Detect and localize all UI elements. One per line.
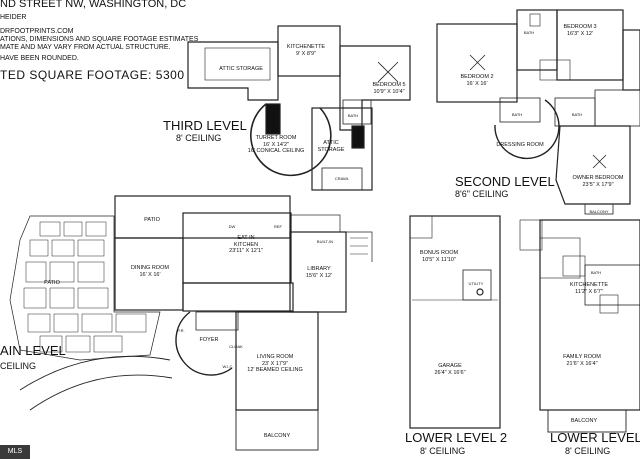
label-bath-second-3: BATH — [571, 112, 583, 117]
label-crawl: CRAWL — [334, 176, 350, 181]
label-dw: DW — [228, 224, 236, 229]
main-level-title: AIN LEVEL — [0, 343, 66, 358]
website: DRFOOTPRINTS.COM — [0, 28, 74, 35]
room-balcony-lower-1: BALCONY — [570, 418, 598, 424]
lower-level-1-plan — [519, 219, 640, 433]
disclaimer-line-2: MATE AND MAY VARY FROM ACTUAL STRUCTURE. — [0, 44, 171, 51]
label-bath-second-1: BATH — [523, 30, 535, 35]
label-cloak: CLOAK — [229, 344, 243, 349]
mls-badge: MLS — [0, 445, 30, 459]
lower-level-2-plan — [409, 215, 501, 429]
label-built-in: BUILT-IN — [316, 239, 334, 244]
label-bath-second-2: BATH — [511, 112, 523, 117]
room-balcony-main: BALCONY — [263, 433, 291, 439]
disclaimer-line-1: ATIONS, DIMENSIONS AND SQUARE FOOTAGE ES… — [0, 36, 199, 43]
third-level-plan — [187, 25, 411, 191]
room-attic-storage: ATTIC STORAGE — [219, 66, 263, 72]
room-foyer: FOYER — [199, 337, 219, 343]
lower-level-2-ceiling: 8' CEILING — [420, 446, 466, 456]
disclaimer-line-3: HAVE BEEN ROUNDED. — [0, 55, 79, 62]
label-ref: REF — [274, 224, 282, 229]
main-level-plan — [9, 195, 373, 451]
main-level-ceiling: CEILING — [0, 361, 37, 371]
second-level-title: SECOND LEVEL — [455, 174, 555, 189]
square-footage: TED SQUARE FOOTAGE: 5300 — [0, 68, 185, 82]
third-level-ceiling: 8' CEILING — [176, 133, 222, 143]
property-address: ND STREET NW, WASHINGTON, DC — [0, 0, 187, 10]
third-level-title: THIRD LEVEL — [163, 118, 247, 133]
label-bath-lower-1: BATH — [590, 270, 602, 275]
lower-level-1-ceiling: 8' CEILING — [565, 446, 611, 456]
second-level-ceiling: 8'6" CEILING — [455, 189, 509, 199]
second-level-plan — [436, 9, 640, 215]
label-wic: W.I.C. — [222, 364, 234, 369]
room-utility: UTILITY — [468, 281, 484, 286]
label-pr: P.R. — [177, 328, 185, 333]
room-patio-left: PATIO — [44, 280, 60, 286]
label-bath-third: BATH — [347, 113, 359, 118]
room-balcony-second: BALCONY — [589, 209, 609, 214]
lower-level-2-title: LOWER LEVEL 2 — [405, 430, 508, 445]
room-patio-top: PATIO — [144, 217, 160, 223]
measured-by: HEIDER — [0, 14, 27, 21]
room-dressing: DRESSING ROOM — [496, 142, 544, 148]
lower-level-1-title: LOWER LEVEL 1 — [550, 430, 640, 445]
